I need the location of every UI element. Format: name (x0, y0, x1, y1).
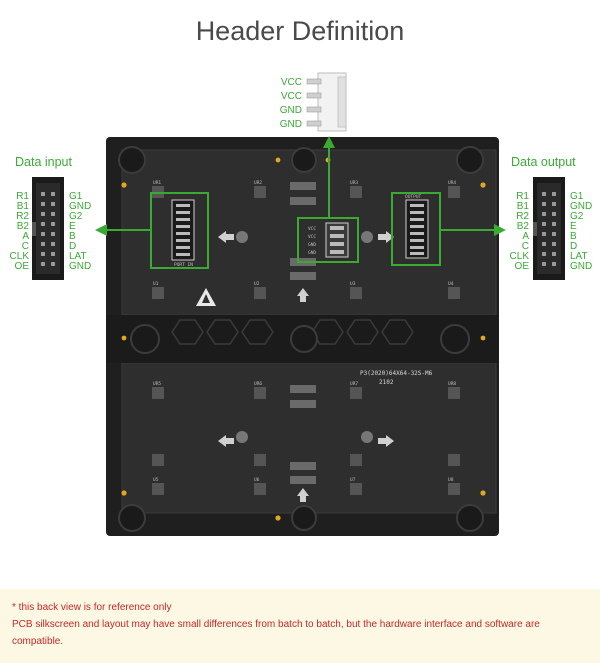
svg-text:D: D (69, 241, 76, 252)
chip (254, 186, 266, 198)
svg-text:B: B (570, 231, 577, 242)
svg-text:UR6: UR6 (254, 381, 262, 387)
output-left-pin-labels: R1 B1 R2 B2 A C CLK OE (510, 191, 530, 272)
input-right-pin-labels: G1 GND G2 E B D LAT GND (69, 191, 91, 272)
svg-text:CLK: CLK (10, 251, 30, 262)
power-pin-labels: VCC VCC GND GND (280, 77, 302, 130)
note-line-1: * this back view is for reference only (12, 602, 172, 613)
svg-text:GND: GND (69, 261, 91, 272)
svg-text:U4: U4 (448, 281, 454, 287)
svg-text:U5: U5 (153, 477, 159, 483)
svg-text:OE: OE (15, 261, 30, 272)
svg-text:B2: B2 (17, 221, 30, 232)
svg-text:CLK: CLK (510, 251, 530, 262)
svg-text:OE: OE (515, 261, 530, 272)
silk-arrows (218, 231, 394, 502)
svg-text:B2: B2 (517, 221, 530, 232)
chip (350, 287, 362, 299)
svg-text:G2: G2 (69, 211, 83, 222)
svg-text:G1: G1 (570, 191, 584, 202)
svg-text:UR1: UR1 (153, 180, 161, 186)
output-right-pin-labels: G1 GND G2 E B D LAT GND (570, 191, 592, 272)
board-model-text: P3(2020)64X64-32S-M6 (360, 370, 433, 377)
svg-text:U8: U8 (448, 477, 454, 483)
svg-text:C: C (522, 241, 529, 252)
svg-text:A: A (22, 231, 29, 242)
svg-text:VCC: VCC (308, 226, 316, 232)
power-pin-label: VCC (281, 91, 302, 102)
svg-text:E: E (570, 221, 577, 232)
reference-note: * this back view is for reference only P… (0, 589, 600, 663)
svg-text:U7: U7 (350, 477, 356, 483)
esd-warning-icon (196, 288, 216, 306)
input-left-pin-labels: R1 B1 R2 B2 A C CLK OE (10, 191, 30, 272)
board-output-header: OUTPUT (391, 192, 441, 266)
power-connector (306, 72, 347, 132)
svg-text:B: B (69, 231, 76, 242)
svg-text:R1: R1 (16, 191, 29, 202)
svg-text:UR4: UR4 (448, 180, 456, 186)
power-pin-label: VCC (281, 77, 302, 88)
chip-labels-bottom: UR5 UR6 UR7 UR8 U5 U6 U7 U8 (153, 381, 456, 483)
svg-text:PORT IN: PORT IN (174, 262, 193, 268)
chips-bottom (152, 385, 460, 495)
svg-text:UR5: UR5 (153, 381, 161, 387)
chip-labels-top: UR1 UR2 UR3 UR4 U1 U2 U3 U4 (153, 180, 456, 287)
data-input-label: Data input (15, 155, 73, 169)
note-line-2: PCB silkscreen and layout may have small… (12, 619, 540, 647)
svg-text:B1: B1 (17, 201, 30, 212)
svg-text:R2: R2 (16, 211, 29, 222)
chip (350, 186, 362, 198)
svg-text:LAT: LAT (69, 251, 87, 262)
page-title: Header Definition (195, 16, 405, 46)
svg-text:G2: G2 (570, 211, 584, 222)
svg-text:C: C (22, 241, 29, 252)
svg-text:GND: GND (308, 250, 316, 256)
svg-text:E: E (69, 221, 76, 232)
svg-text:R1: R1 (516, 191, 529, 202)
svg-text:R2: R2 (516, 211, 529, 222)
chip (448, 186, 460, 198)
board-batch-text: 2102 (379, 379, 394, 386)
svg-text:A: A (522, 231, 529, 242)
svg-text:UR8: UR8 (448, 381, 456, 387)
svg-text:GND: GND (69, 201, 91, 212)
svg-text:B1: B1 (517, 201, 530, 212)
svg-text:U6: U6 (254, 477, 260, 483)
input-connector (32, 177, 64, 280)
chip (254, 287, 266, 299)
chip (448, 287, 460, 299)
svg-text:D: D (570, 241, 577, 252)
power-pin-label: GND (280, 105, 302, 116)
data-output-label: Data output (511, 155, 576, 169)
svg-text:U2: U2 (254, 281, 260, 287)
power-pin-label: GND (280, 119, 302, 130)
svg-text:U3: U3 (350, 281, 356, 287)
chip (152, 287, 164, 299)
svg-text:UR7: UR7 (350, 381, 358, 387)
svg-text:G1: G1 (69, 191, 83, 202)
led-panel-diagram: P3(2020)64X64-32S-M6 2102 UR1 UR2 UR3 UR… (10, 72, 592, 536)
svg-text:LAT: LAT (570, 251, 588, 262)
svg-text:OUTPUT: OUTPUT (405, 194, 422, 200)
output-connector (533, 177, 565, 280)
svg-text:VCC: VCC (308, 234, 316, 240)
svg-text:GND: GND (570, 261, 592, 272)
svg-text:GND: GND (308, 242, 316, 248)
svg-text:GND: GND (570, 201, 592, 212)
svg-text:UR2: UR2 (254, 180, 262, 186)
svg-text:U1: U1 (153, 281, 159, 287)
svg-text:UR3: UR3 (350, 180, 358, 186)
